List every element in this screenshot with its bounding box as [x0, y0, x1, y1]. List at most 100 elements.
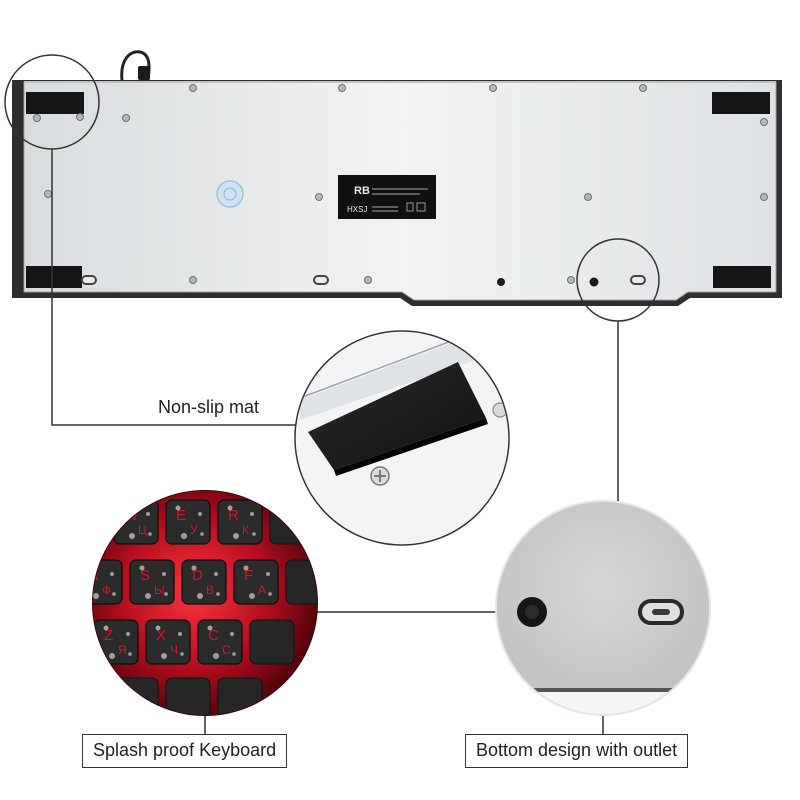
water-droplet [252, 532, 256, 536]
screw [584, 193, 592, 201]
keycap-latin: S [140, 567, 150, 584]
water-droplet [123, 505, 129, 511]
keycap-cyrillic: С [222, 643, 231, 657]
water-droplet [250, 512, 254, 516]
keycap-cyrillic: А [258, 583, 266, 597]
rubber-foot [26, 92, 84, 114]
label-logo-top: RB [354, 185, 370, 197]
slot-hole [81, 275, 97, 285]
keycap-latin: A [88, 567, 98, 584]
keycap-cyrillic: У [190, 523, 198, 537]
screw [364, 276, 372, 284]
drain-hole [589, 277, 599, 287]
screw [33, 114, 41, 122]
screw [489, 84, 497, 92]
water-droplet [216, 592, 220, 596]
leader-line-mat [51, 149, 302, 426]
callout-splash-proof: Splash proof Keyboard [82, 734, 288, 768]
screw [639, 84, 647, 92]
screw [76, 113, 84, 121]
warranty-sticker [216, 180, 244, 208]
water-droplet [146, 512, 150, 516]
water-droplet [198, 512, 202, 516]
water-droplet [110, 572, 114, 576]
callout-non-slip-mat: Non-slip mat [158, 397, 260, 417]
product-label: RB HXSJ [338, 175, 436, 219]
keycap [269, 499, 315, 545]
water-droplet [191, 565, 197, 571]
water-droplet [139, 565, 145, 571]
keycap: RК [217, 499, 263, 545]
keycap: SЫ [129, 559, 175, 605]
keycap-cyrillic: К [242, 523, 249, 537]
keycap: FА [233, 559, 279, 605]
keycap-latin: W [124, 507, 139, 524]
water-droplet [164, 592, 168, 596]
water-droplet [180, 652, 184, 656]
keycap [249, 619, 295, 665]
screw [315, 193, 323, 201]
water-droplet [230, 632, 234, 636]
keycap: AФ [88, 559, 123, 605]
water-droplet [214, 572, 218, 576]
slot-hole [630, 275, 646, 285]
water-droplet [109, 653, 115, 659]
water-droplet [161, 653, 167, 659]
water-droplet [249, 593, 255, 599]
keycap-cyrillic: Ф [102, 583, 111, 597]
drain-hole [497, 278, 505, 286]
zoom-outlet [495, 500, 711, 716]
keycap-latin: C [208, 627, 219, 644]
zoom-non-slip-mat [294, 330, 510, 546]
water-droplet [148, 532, 152, 536]
rubber-foot [712, 92, 770, 114]
water-droplet [207, 625, 213, 631]
callout-bottom-outlet: Bottom design with outlet [465, 734, 689, 768]
water-droplet [233, 533, 239, 539]
keycap: DВ [181, 559, 227, 605]
screw [760, 193, 768, 201]
keycap-cyrillic: Ц [138, 523, 147, 537]
water-droplet [200, 532, 204, 536]
water-droplet [129, 533, 135, 539]
water-droplet [103, 625, 109, 631]
screw [189, 276, 197, 284]
keycap: ZЯ [93, 619, 139, 665]
label-logo-bottom: HXSJ [347, 205, 367, 214]
keycap-cyrillic: Я [118, 643, 127, 657]
water-droplet [93, 593, 99, 599]
water-droplet [155, 625, 161, 631]
keycap [217, 677, 263, 715]
keycap-latin: Z [104, 627, 113, 644]
screw [760, 118, 768, 126]
screw [338, 84, 346, 92]
keycap [285, 559, 317, 605]
cable-strain-relief [138, 66, 150, 80]
keycap-latin: F [244, 567, 253, 584]
water-droplet [128, 652, 132, 656]
screw [567, 276, 575, 284]
keycap [48, 620, 92, 664]
water-droplet [175, 505, 181, 511]
screw [44, 190, 52, 198]
rubber-foot [26, 266, 82, 288]
water-droplet [112, 592, 116, 596]
keycap: CС [197, 619, 243, 665]
keycap [93, 499, 107, 545]
water-droplet [88, 566, 93, 571]
keycap: WЦ [113, 499, 159, 545]
keycap-cyrillic: В [206, 583, 214, 597]
water-droplet [232, 652, 236, 656]
water-droplet [181, 533, 187, 539]
water-droplet [243, 565, 249, 571]
water-droplet [197, 593, 203, 599]
keycap [138, 446, 182, 490]
screw [189, 84, 197, 92]
rubber-foot [713, 266, 771, 288]
water-droplet [162, 572, 166, 576]
keycap: EУ [165, 499, 211, 545]
keycap-latin: D [192, 567, 203, 584]
screw [122, 114, 130, 122]
